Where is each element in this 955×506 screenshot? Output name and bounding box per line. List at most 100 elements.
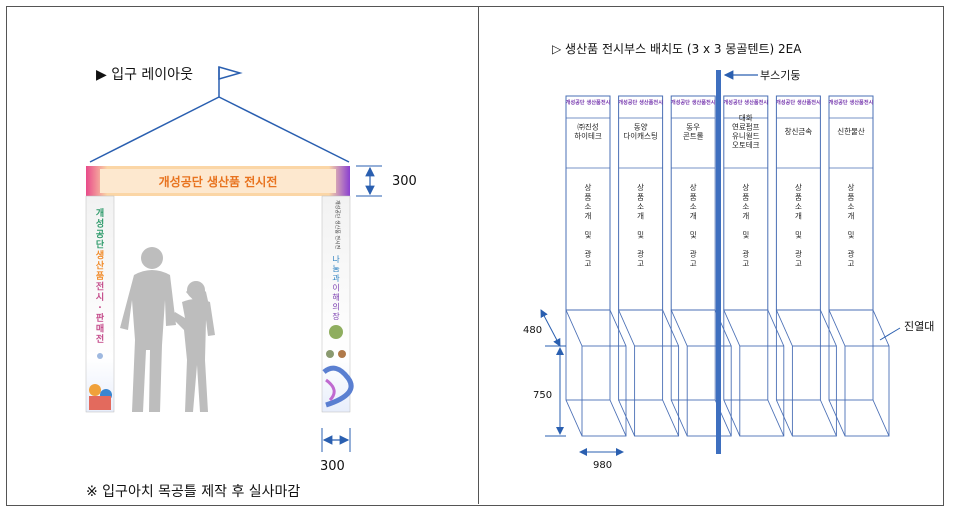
display-edge [819,399,837,437]
booth-company-name: 대화 [739,114,753,123]
left-pillar [85,195,115,413]
display-edge [609,309,627,347]
display-stand [618,309,680,437]
booth-body-char: 개 [585,211,592,221]
display-front-face [686,345,732,437]
display-edge [872,309,890,347]
booth-body-char: 품 [637,193,644,202]
booth-body-char: 광 [585,249,592,259]
booth-company-name: 유니월드 [732,131,760,141]
booth-pole [716,70,721,454]
booth-company-name: ㈜진성 [577,122,598,132]
booth-banner-frame [775,95,821,311]
booth-banner-header: 개성공단 생산품전시 [671,98,716,106]
booth-company-name: 동우 [686,123,700,132]
booth-company-name: 창신금속 [785,127,813,136]
booth-banner-header: 개성공단 생산품전시 [566,98,611,106]
booth-company-name: 다이캐스팅 [623,131,658,141]
booth-banner-frame [670,95,716,311]
height-dimension [356,165,382,197]
booth-body-char: 고 [690,259,697,268]
booth-body-char: 소 [690,202,697,211]
panel-divider [478,6,479,504]
pole-label: 부스기둥 [760,69,800,82]
display-stands [565,309,890,437]
booth-body-char: 광 [637,249,644,259]
display-front-face [844,345,890,437]
right-pillar-char: 장 [332,311,340,321]
booth-body-char: 상 [585,182,592,192]
booth-company-name: 동양 [634,123,648,132]
booth-layout-title: ▷ 생산품 전시부스 배치도 (3 x 3 몽골텐트) 2EA [552,42,802,56]
booth-body-char: 상 [848,182,855,192]
booth-body-char: 소 [795,202,802,211]
booth-banner-frame [828,95,874,311]
booth-body-char: 소 [585,202,592,211]
booth-banner-header: 개성공단 생산품전시 [618,98,663,106]
footnote: ※ 입구아치 목공틀 제작 후 실사마감 [86,484,300,500]
booth-body-char: 및 [742,230,749,240]
right-pillar-photos [322,325,354,408]
display-edge [609,399,627,437]
display-edge [670,399,688,437]
booth-body-char: 고 [848,259,855,268]
booth-body-char: 광 [795,249,802,259]
booth-banner-header: 개성공단 생산품전시 [776,98,821,106]
booth-body-char: 개 [848,211,855,221]
booth-body-char: 및 [848,230,855,240]
booth-banner-frame [618,95,664,311]
booth-body-char: 품 [742,193,749,202]
display-back-face [565,309,611,401]
booth-body-char: 상 [637,182,644,192]
roof-right-line [218,96,350,163]
right-pillar-char: 눔 [332,265,339,274]
booth-dimensions [540,309,624,456]
booth-body-char: 상 [690,182,697,192]
display-stand [775,309,837,437]
display-edge [723,309,741,347]
booth-body-char: 품 [690,193,697,202]
booth-body-char: 품 [585,193,592,202]
display-edge [828,309,846,347]
booth-body-char: 품 [795,193,802,202]
width-dimension [321,428,351,452]
booth-banner-header: 개성공단 생산품전시 [829,98,874,106]
booth-body-char: 고 [795,259,802,268]
booth-body-char: 소 [742,202,749,211]
booth-body-char: 고 [585,259,592,268]
booth-body-char: 개 [742,211,749,221]
height-dimension-label: 300 [392,174,417,189]
display-pointer [879,327,901,341]
booth-company-name: 하이테크 [574,131,602,141]
display-edge [662,309,680,347]
booth-company-name: 신한물산 [837,126,865,136]
display-stand [723,309,785,437]
display-edge [819,309,837,347]
left-pillar-char: 산 [96,260,105,272]
right-pillar-char: 이 [332,283,339,293]
booth-body-char: 고 [742,259,749,268]
booth-body-char: 개 [637,211,644,221]
display-edge [767,399,785,437]
people-silhouette [120,247,215,412]
display-stand [565,309,627,437]
booth-body-char: 및 [585,230,592,240]
booth-body-char: 및 [637,230,644,240]
display-edge [723,399,741,437]
display-edge [775,309,793,347]
booth-body-char: 및 [690,230,697,240]
display-edge [662,399,680,437]
display-edge [872,399,890,437]
roof-left-line [89,96,220,163]
dim-480-label: 480 [523,325,542,336]
booth-body-char: 광 [848,249,855,259]
booth-body-char: 개 [690,211,697,221]
